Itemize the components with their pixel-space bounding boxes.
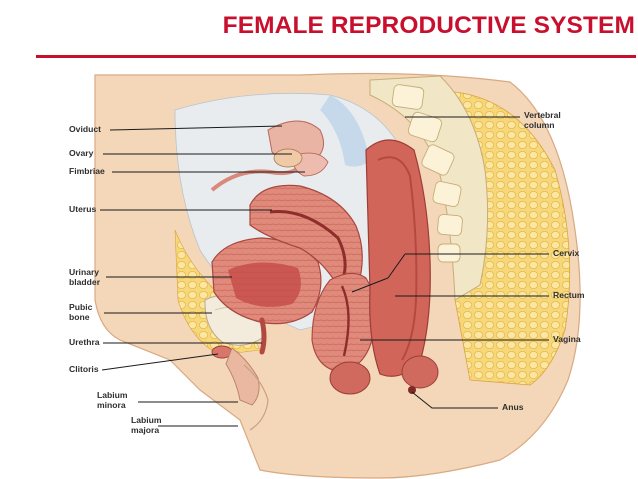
labia-shape bbox=[225, 347, 260, 406]
label-cervix: Cervix bbox=[553, 248, 580, 258]
label-clitoris: Clitoris bbox=[69, 364, 99, 374]
leader-lines bbox=[100, 116, 549, 427]
peritoneum-blue bbox=[320, 95, 370, 167]
label-labium-minora: Labium minora bbox=[97, 390, 128, 410]
label-vertebral-column: Vertebral column bbox=[524, 110, 561, 130]
ovary-shape bbox=[273, 148, 303, 168]
anal-sphincter bbox=[401, 355, 439, 389]
vagina-shape bbox=[311, 272, 376, 373]
sacrum bbox=[369, 75, 489, 301]
vertebrae bbox=[391, 84, 463, 263]
label-vagina: Vagina bbox=[553, 334, 581, 344]
rectum-shape bbox=[365, 139, 431, 377]
slide-title: FEMALE REPRODUCTIVE SYSTEM bbox=[222, 12, 635, 39]
label-uterus: Uterus bbox=[69, 204, 97, 214]
label-ovary: Ovary bbox=[69, 148, 94, 158]
label-urinary-bladder: Urinary bladder bbox=[69, 267, 101, 287]
label-labium-majora: Labium majora bbox=[131, 415, 162, 435]
label-oviduct: Oviduct bbox=[69, 124, 101, 134]
title-underline bbox=[36, 55, 636, 58]
label-rectum: Rectum bbox=[553, 290, 585, 300]
label-urethra: Urethra bbox=[69, 337, 100, 347]
label-anus: Anus bbox=[502, 402, 524, 412]
label-pubic-bone: Pubic bone bbox=[69, 302, 93, 322]
urethra-shape bbox=[259, 317, 267, 355]
perineal-muscle bbox=[329, 361, 371, 395]
label-fimbriae: Fimbriae bbox=[69, 166, 105, 176]
